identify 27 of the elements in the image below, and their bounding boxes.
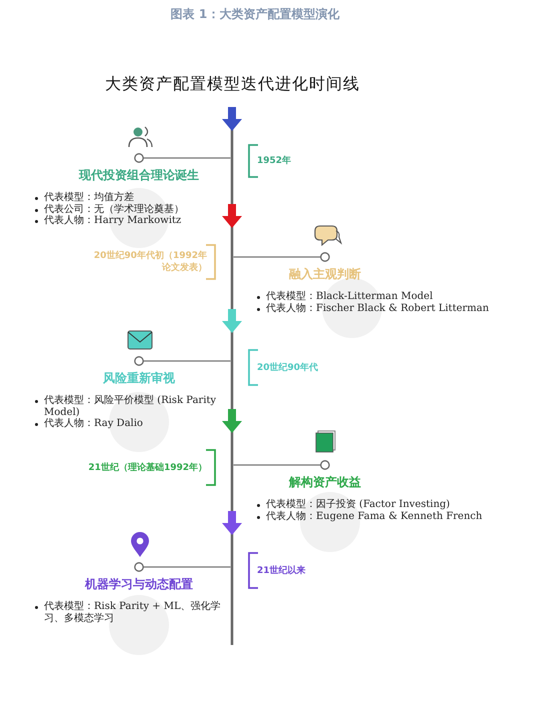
branch-line [234, 460, 330, 470]
bullet-item: 代表模型：风险平价模型 (Risk Parity Model) [44, 395, 218, 418]
timeline-heading: 大类资产配置模型迭代进化时间线 [104, 74, 361, 95]
date-label: 21世纪（理论基础1992年） [87, 462, 207, 474]
milestone-title: 风险重新审视 [102, 370, 176, 387]
figure-title: 图表 1：大类资产配置模型演化 [170, 6, 340, 23]
date-label: 20世纪90年代 [257, 362, 318, 374]
bullet-item: 代表人物：Harry Markowitz [44, 215, 182, 226]
milestone-title: 现代投资组合理论诞生 [78, 167, 200, 184]
date-label: 20世纪90年代初（1992年论文发表） [92, 250, 207, 274]
branch-line [134, 356, 230, 366]
bullet-item: 代表模型：Risk Parity + ML、强化学习、多模态学习 [44, 601, 222, 624]
milestone-title: 机器学习与动态配置 [84, 576, 194, 593]
milestone-title: 解构资产收益 [288, 474, 362, 491]
branch-line [234, 252, 330, 262]
bullet-item: 代表模型：Black-Litterman Model [266, 291, 434, 302]
bullet-item: 代表公司：无（学术理论奠基） [44, 204, 185, 214]
branch-line [134, 153, 230, 163]
bullet-item: 代表模型：因子投资 (Factor Investing) [266, 499, 451, 510]
branch-line [134, 562, 230, 572]
date-label: 1952年 [257, 155, 292, 167]
bullet-item: 代表人物：Eugene Fama & Kenneth French [266, 510, 484, 522]
milestone-title: 融入主观判断 [288, 266, 362, 283]
bullet-item: 代表人物：Fischer Black & Robert Litterman [266, 302, 490, 314]
date-label: 21世纪以来 [257, 564, 306, 576]
bullet-item: 代表模型：均值方差 [44, 192, 135, 204]
bullet-item: 代表人物：Ray Dalio [44, 418, 144, 430]
